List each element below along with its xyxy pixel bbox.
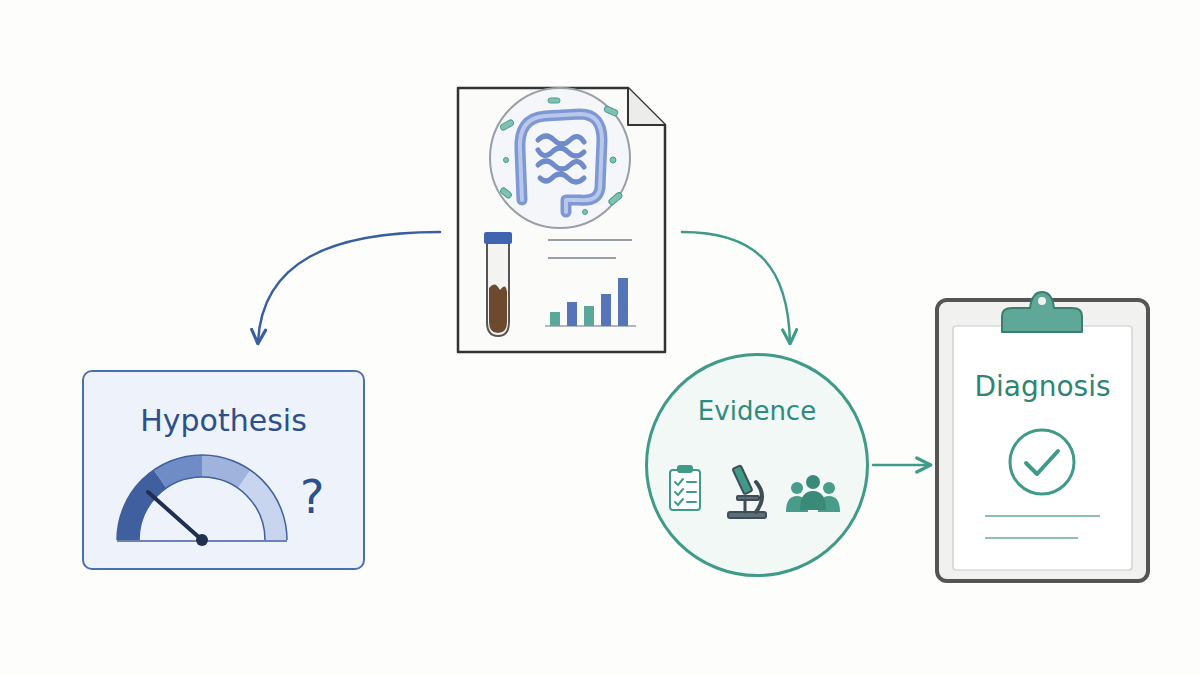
gauge <box>117 455 287 546</box>
diagnosis-clipboard: Diagnosis <box>935 298 1150 583</box>
question-mark: ? <box>300 470 324 525</box>
connector-arrow <box>873 464 929 467</box>
hypothesis-fill <box>84 372 363 568</box>
checklist-icon <box>670 466 700 510</box>
check-icon <box>1010 430 1074 494</box>
text-line <box>985 537 1078 539</box>
text-line <box>985 515 1100 517</box>
microscope-icon <box>728 465 766 518</box>
report-document <box>458 88 665 352</box>
branch-arrow <box>682 232 790 342</box>
clipboard-board <box>937 300 1148 581</box>
node-label: Hypothesis <box>140 403 307 439</box>
clipboard-paper <box>953 326 1132 570</box>
node-label: Evidence <box>698 396 816 427</box>
branch-arrow <box>258 232 440 342</box>
evidence-fill <box>647 355 867 575</box>
node-label: Diagnosis <box>974 370 1110 404</box>
evidence-circle: Evidence <box>645 353 869 577</box>
people-icon <box>786 475 840 512</box>
